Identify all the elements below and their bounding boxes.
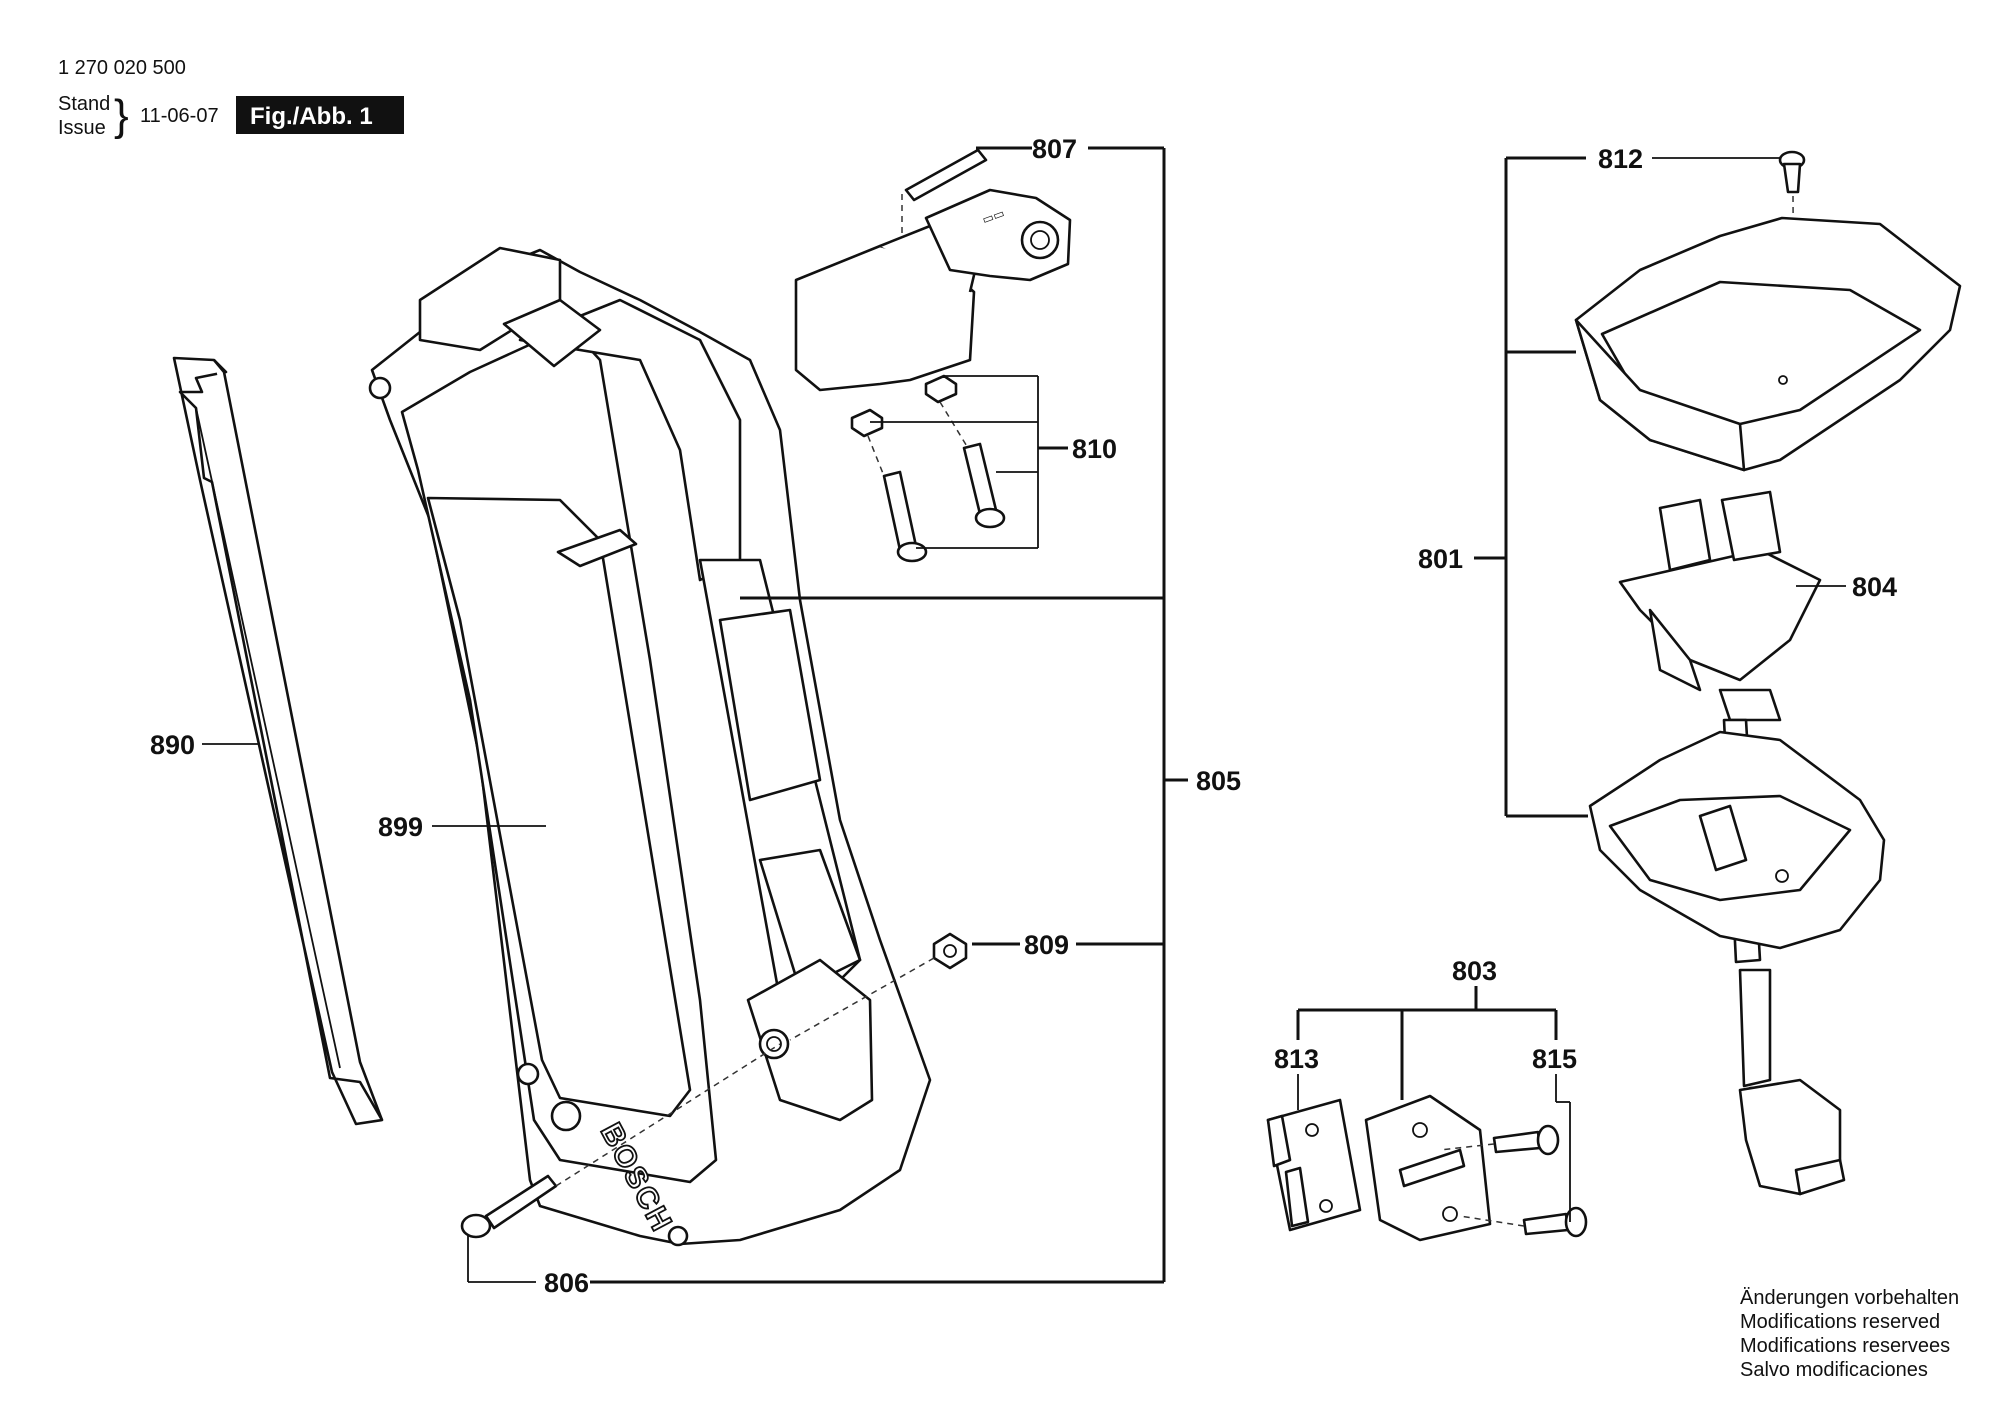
- callout-810: 810: [1072, 434, 1117, 464]
- callout-807: 807: [1032, 134, 1077, 164]
- callout-809: 809: [1024, 930, 1069, 960]
- callout-805: 805: [1196, 766, 1241, 796]
- note-line-1: Änderungen vorbehalten: [1740, 1287, 1959, 1309]
- callout-803: 803: [1452, 956, 1497, 986]
- leader-806: [467, 1236, 536, 1283]
- callout-815: 815: [1532, 1044, 1577, 1074]
- callout-899: 899: [378, 812, 423, 842]
- note-line-2: Modifications reserved: [1740, 1311, 1940, 1333]
- bracket-801: [1474, 156, 1588, 818]
- part-801-lower-cover: [1588, 730, 1886, 950]
- bracket-815: [1555, 1074, 1571, 1222]
- part-803-bracket: [1364, 1094, 1492, 1242]
- brace: }: [114, 91, 129, 140]
- callout-890: 890: [150, 730, 195, 760]
- part-890-rail: [172, 356, 384, 1126]
- issue-date: 11-06-07: [140, 105, 219, 127]
- part-809-nut: [789, 932, 968, 1041]
- figure-label: Fig./Abb. 1: [250, 103, 373, 130]
- battery-pack: BOSCH: [368, 246, 932, 1247]
- part-810-fasteners: [850, 374, 1006, 563]
- callout-806: 806: [544, 1268, 589, 1298]
- part-813-plate: [1266, 1098, 1362, 1232]
- callout-813: 813: [1274, 1044, 1319, 1074]
- note-line-4: Salvo modificaciones: [1740, 1359, 1928, 1381]
- part-number: 1 270 020 500: [58, 57, 186, 79]
- bracket-810: [870, 375, 1068, 549]
- part-804-connector: [1618, 490, 1846, 1196]
- modifications-note: Änderungen vorbehalten Modifications res…: [1740, 1287, 1959, 1381]
- note-line-3: Modifications reservees: [1740, 1335, 1950, 1357]
- part-807-lock: ▭▭: [794, 148, 1072, 392]
- issue-label: Issue: [58, 117, 106, 139]
- bracket-803: [1296, 986, 1558, 1100]
- figure-badge: [236, 96, 404, 134]
- part-801-upper-cover: [1574, 216, 1962, 472]
- part-806-screw: [460, 1043, 781, 1239]
- bracket-805: [590, 146, 1188, 1284]
- callout-801: 801: [1418, 544, 1463, 574]
- stand-label: Stand: [58, 93, 110, 115]
- callout-804: 804: [1852, 572, 1897, 602]
- callout-812: 812: [1598, 144, 1643, 174]
- part-815-screws: [1439, 1124, 1588, 1238]
